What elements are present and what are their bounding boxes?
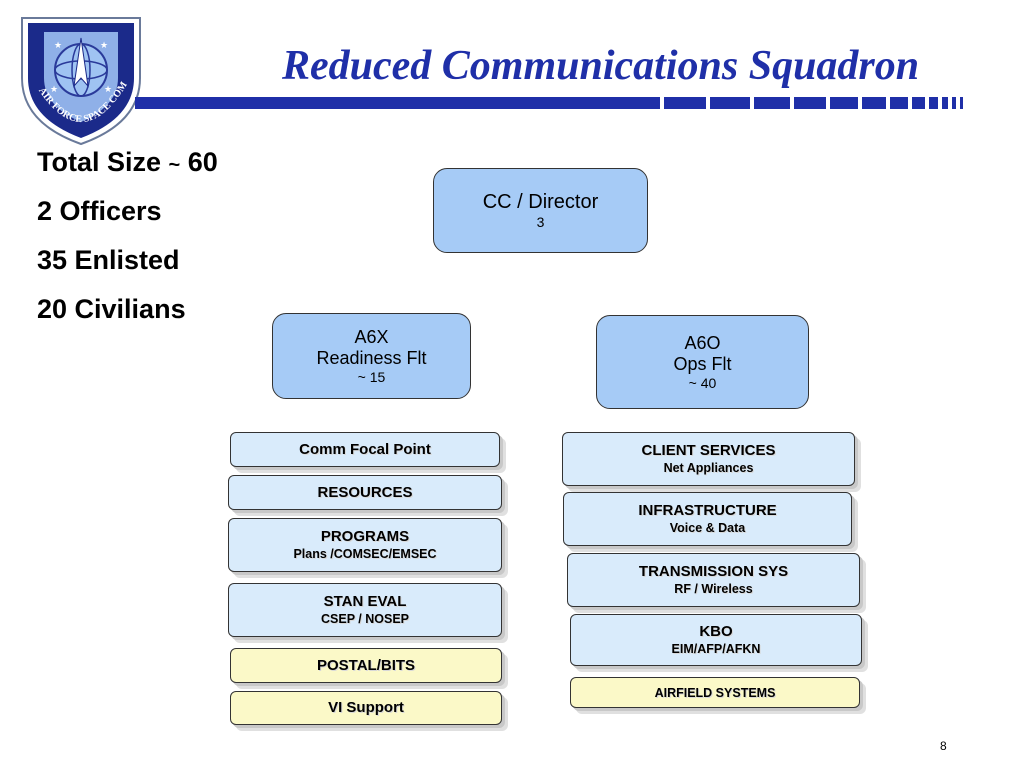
svg-text:★: ★ (54, 41, 62, 51)
infrastructure-box: INFRASTRUCTURE Voice & Data (563, 492, 852, 546)
comm-focal-point-box: Comm Focal Point (230, 432, 500, 467)
box-title: KBO (699, 623, 733, 640)
box-title: POSTAL/BITS (316, 656, 416, 674)
cc-director-node: CC / Director 3 (433, 168, 648, 253)
title-rule-segment (862, 97, 886, 109)
programs-box: PROGRAMS Plans /COMSEC/EMSEC (228, 518, 502, 572)
vi-support-box: VI Support (230, 691, 502, 725)
resources-box: RESOURCES (228, 475, 502, 510)
box-title: STAN EVAL (323, 593, 407, 610)
box-title: VI Support (328, 699, 404, 716)
officers-stat: 2 Officers (37, 196, 162, 226)
box-title: TRANSMISSION SYS (638, 563, 789, 580)
svg-text:★: ★ (100, 41, 108, 51)
cc-director-title: CC / Director (482, 190, 599, 213)
title-rule-segment (710, 97, 750, 109)
a6x-name: Readiness Flt (316, 347, 427, 368)
box-title: INFRASTRUCTURE (638, 502, 777, 519)
title-rule-segment (754, 97, 790, 109)
svg-text:★: ★ (50, 85, 58, 95)
box-subtitle: Voice & Data (669, 521, 746, 535)
title-rule-segment (912, 97, 925, 109)
cc-director-count: 3 (536, 213, 545, 230)
box-title: RESOURCES (317, 483, 413, 501)
box-title: PROGRAMS (320, 528, 410, 545)
title-rule-segment (794, 97, 826, 109)
a6o-ops-flight-node: A6O Ops Flt ~ 40 (596, 315, 809, 409)
approx-symbol: ~ (168, 154, 181, 176)
total-size-label: Total Size (37, 147, 169, 177)
title-rule-segment (942, 97, 948, 109)
total-size-value: 60 (180, 147, 218, 177)
box-title: Comm Focal Point (299, 440, 431, 458)
postal-bits-box: POSTAL/BITS (230, 648, 502, 683)
a6x-count: ~ 15 (357, 368, 386, 385)
title-rule-segment (952, 97, 956, 109)
client-services-box: CLIENT SERVICES Net Appliances (562, 432, 855, 486)
box-subtitle: CSEP / NOSEP (321, 612, 409, 626)
a6x-readiness-flight-node: A6X Readiness Flt ~ 15 (272, 313, 471, 399)
box-title: AIRFIELD SYSTEMS (654, 685, 776, 700)
stan-eval-box: STAN EVAL CSEP / NOSEP (228, 583, 502, 637)
title-rule-segment (830, 97, 858, 109)
a6o-code: A6O (684, 332, 721, 353)
a6x-code: A6X (354, 326, 389, 347)
a6o-count: ~ 40 (688, 374, 717, 391)
box-title: CLIENT SERVICES (641, 442, 776, 459)
air-force-space-command-logo: ★ ★ ★ ★ AIR FORCE SPACE COMMAND (9, 0, 148, 148)
enlisted-stat: 35 Enlisted (37, 245, 180, 275)
box-subtitle: Net Appliances (663, 461, 754, 475)
a6o-name: Ops Flt (673, 353, 732, 374)
kbo-box: KBO EIM/AFP/AFKN (570, 614, 862, 666)
page-number: 8 (940, 739, 947, 753)
total-size-stat: Total Size ~ 60 (37, 142, 218, 191)
title-rule-segment (664, 97, 706, 109)
title-rule-segment (890, 97, 908, 109)
title-rule-solid (135, 97, 660, 109)
box-subtitle: RF / Wireless (674, 582, 753, 596)
svg-text:★: ★ (104, 85, 112, 95)
squadron-size-summary: Total Size ~ 60 2 Officers 35 Enlisted 2… (37, 142, 218, 338)
transmission-sys-box: TRANSMISSION SYS RF / Wireless (567, 553, 860, 607)
airfield-systems-box: AIRFIELD SYSTEMS (570, 677, 860, 708)
box-subtitle: Plans /COMSEC/EMSEC (293, 547, 437, 561)
page-title: Reduced Communications Squadron (282, 43, 920, 89)
box-subtitle: EIM/AFP/AFKN (671, 642, 761, 656)
shield-emblem-icon: ★ ★ ★ ★ AIR FORCE SPACE COMMAND (9, 0, 141, 146)
title-rule-segment (960, 97, 963, 109)
title-rule-segment (929, 97, 938, 109)
civilians-stat: 20 Civilians (37, 294, 186, 324)
